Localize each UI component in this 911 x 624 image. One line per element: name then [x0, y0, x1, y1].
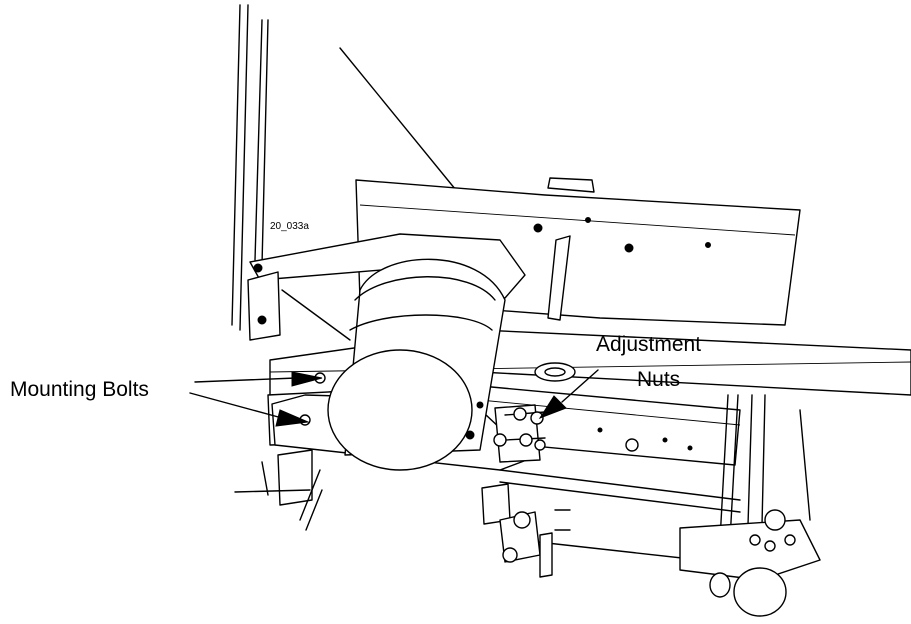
figure-id-label: 20_033a	[270, 221, 309, 232]
lower-center-components	[481, 483, 571, 578]
motor	[327, 258, 506, 471]
left-frame-rails	[231, 4, 269, 331]
adjustment-nuts-label-line1: Adjustment	[596, 333, 702, 356]
right-posts	[719, 394, 811, 541]
left-bracket	[247, 263, 351, 341]
adjustment-nut-assembly	[493, 404, 546, 463]
adjustment-nuts-label-line2: Nuts	[637, 368, 681, 391]
mounting-bolts-label: Mounting Bolts	[10, 378, 149, 401]
adjustment-nuts-leader	[538, 369, 599, 420]
support-rod	[339, 47, 461, 196]
caster-wheel	[733, 567, 787, 617]
left-legs	[234, 449, 323, 531]
mounting-bolts-leaders	[189, 371, 323, 427]
right-lower-assembly	[679, 509, 821, 617]
